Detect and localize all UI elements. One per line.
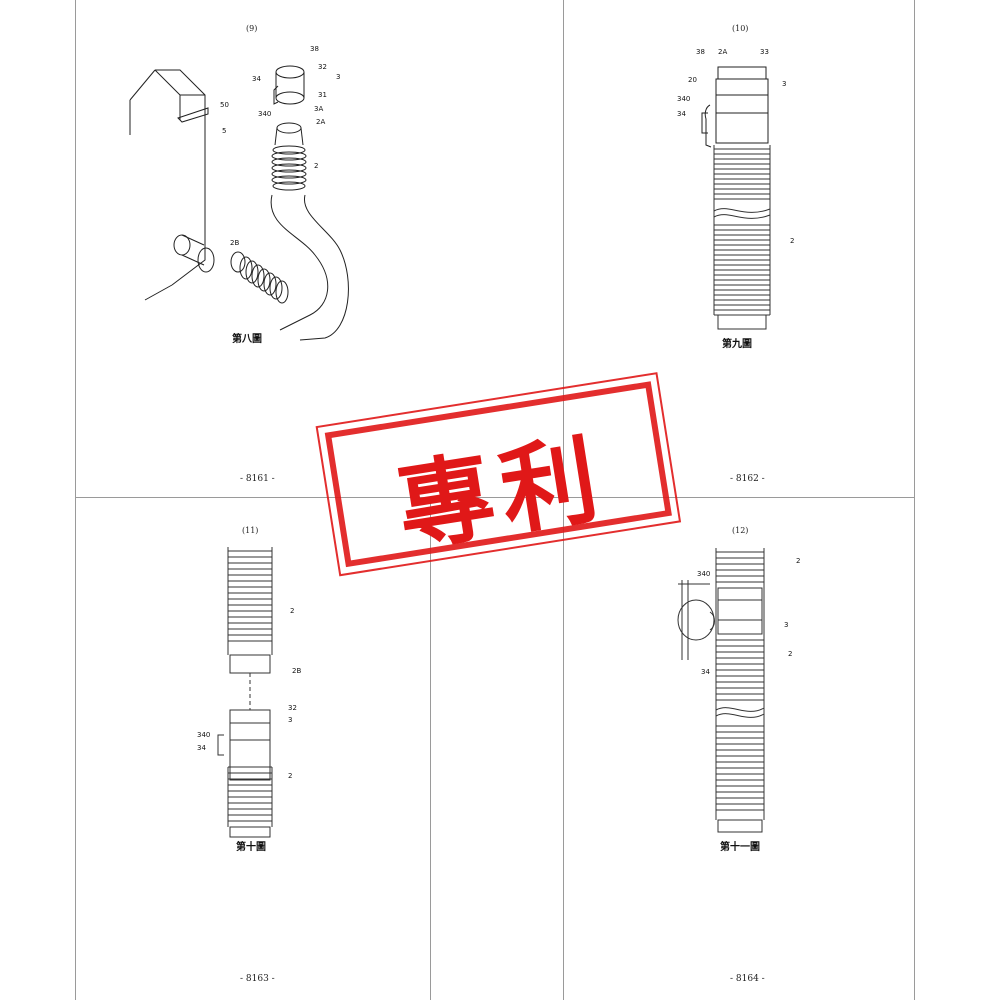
label-38: 38 [310, 45, 319, 53]
label-2-lower: 2 [788, 650, 793, 658]
label-2: 2 [796, 557, 801, 565]
page-divider-horizontal [75, 497, 915, 498]
label-340: 340 [258, 110, 272, 118]
page-divider-bottom-mid [430, 497, 431, 1000]
label-34: 34 [252, 75, 261, 83]
label-5: 5 [222, 127, 227, 135]
page-divider-left [75, 0, 76, 497]
label-2: 2 [790, 237, 795, 245]
page-divider-bottom-right [914, 497, 915, 1000]
page-number: - 8162 - [730, 474, 765, 484]
page-divider-center [563, 0, 564, 1000]
label-20: 20 [688, 76, 697, 84]
stamp-text: 專利 [389, 422, 613, 566]
seal-stamp-icon: 專利 [316, 370, 681, 601]
label-33: 33 [760, 48, 769, 56]
label-3: 3 [784, 621, 789, 629]
label-50: 50 [220, 101, 229, 109]
label-340: 340 [197, 731, 211, 739]
figure-11-drawing [677, 548, 765, 833]
figure-caption: 第十一圖 [720, 842, 760, 853]
figure-8-drawing [129, 65, 349, 341]
label-2b: 2B [230, 239, 240, 247]
label-2-lower: 2 [288, 772, 293, 780]
page-number: - 8164 - [730, 974, 765, 984]
page-divider-right [914, 0, 915, 497]
page-divider-bottom-left [75, 497, 76, 1000]
label-38: 38 [696, 48, 705, 56]
figure-number: (11) [242, 526, 259, 535]
label-340: 340 [677, 95, 691, 103]
figure-caption: 第九圖 [722, 339, 752, 350]
label-340: 340 [697, 570, 711, 578]
label-32: 32 [318, 63, 327, 71]
label-2: 2 [290, 607, 295, 615]
figure-number: (9) [246, 24, 258, 33]
label-3: 3 [336, 73, 341, 81]
label-32: 32 [288, 704, 297, 712]
label-31: 31 [318, 91, 327, 99]
label-34: 34 [677, 110, 686, 118]
figure-caption: 第十圖 [236, 842, 266, 853]
label-2b: 2B [292, 667, 302, 675]
label-34: 34 [197, 744, 206, 752]
label-3: 3 [288, 716, 293, 724]
label-3a: 3A [314, 105, 324, 113]
page-number: - 8161 - [240, 474, 275, 484]
figure-9-drawing [701, 66, 771, 330]
page-number: - 8163 - [240, 974, 275, 984]
figure-number: (12) [732, 526, 749, 535]
label-2a: 2A [718, 48, 728, 56]
figure-caption: 第八圖 [232, 334, 262, 345]
label-34: 34 [701, 668, 710, 676]
label-2: 2 [314, 162, 319, 170]
label-3: 3 [782, 80, 787, 88]
figure-10-drawing [217, 547, 273, 838]
figure-number: (10) [732, 24, 749, 33]
label-2a: 2A [316, 118, 326, 126]
